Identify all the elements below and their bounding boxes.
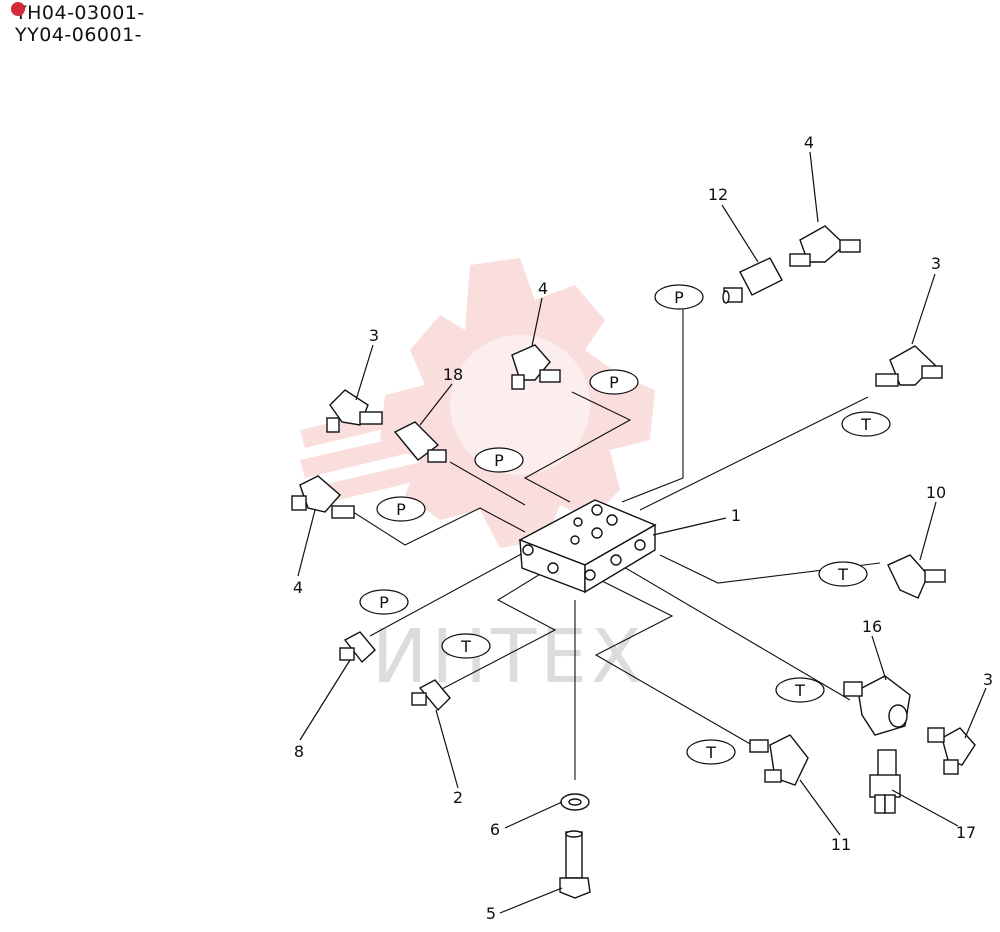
callout-3-right: 3: [931, 254, 941, 273]
red-marker-icon: [11, 2, 25, 16]
port-label-t1: T: [860, 415, 871, 434]
connector-8: [339, 631, 376, 664]
callout-4-mid: 4: [538, 279, 548, 298]
fitting-17: [869, 749, 901, 814]
port-oval-t3: [441, 633, 491, 659]
swivel-3-right: [875, 345, 943, 387]
callout-8: 8: [294, 742, 304, 761]
callout-17: 17: [956, 823, 976, 842]
callout-2: 2: [453, 788, 463, 807]
connector-2: [411, 679, 451, 712]
port-label-p3: P: [494, 451, 504, 470]
port-labels: P P P P P T T T T T: [359, 284, 891, 765]
port-label-t2: T: [837, 565, 848, 584]
callout-11: 11: [831, 835, 851, 854]
elbow-4-left: [291, 475, 355, 519]
callout-4-top: 4: [804, 133, 814, 152]
serial-number-1: YH04-03001-: [11, 2, 145, 24]
leader-lines: [297, 151, 987, 914]
callout-6: 6: [490, 820, 500, 839]
elbow-4-mid: [511, 344, 561, 390]
port-oval-p2: [589, 369, 639, 395]
callout-5: 5: [486, 904, 496, 923]
port-label-t5: T: [705, 743, 716, 762]
watermark-text: ИНТЕХ: [372, 614, 646, 700]
callout-18: 18: [443, 365, 463, 384]
watermark-stripe-2: [300, 430, 430, 478]
port-oval-p3: [474, 447, 524, 473]
adapter-18: [393, 421, 447, 463]
tee-16: [843, 675, 911, 736]
port-label-t3: T: [460, 637, 471, 656]
callout-4-left: 4: [293, 578, 303, 597]
bolt-5: [559, 830, 591, 899]
port-label-t4: T: [794, 681, 805, 700]
callout-1: 1: [731, 506, 741, 525]
manifold-block: [518, 499, 657, 594]
port-label-p4: P: [396, 500, 406, 519]
swivel-3-bottom-right: [927, 727, 976, 775]
callout-3-bottom-right: 3: [983, 670, 993, 689]
serial-text-1: YH04-03001-: [15, 2, 145, 24]
port-oval-t5: [686, 739, 736, 765]
port-oval-p1: [654, 284, 704, 310]
callout-12: 12: [708, 185, 728, 204]
swivel-3-left: [326, 389, 383, 433]
serial-text-2: YY04-06001-: [15, 24, 143, 46]
washer-6: [560, 793, 590, 811]
elbow-4-top: [789, 225, 861, 267]
port-label-p2: P: [609, 373, 619, 392]
port-oval-p5: [359, 589, 409, 615]
serial-number-2: YY04-06001-: [15, 26, 142, 45]
port-label-p5: P: [379, 593, 389, 612]
callout-10: 10: [926, 483, 946, 502]
port-oval-t1: [841, 411, 891, 437]
port-oval-p4: [376, 496, 426, 522]
callout-16: 16: [862, 617, 882, 636]
port-oval-t4: [775, 677, 825, 703]
callout-3-left: 3: [369, 326, 379, 345]
callout-numbers: 4 12 3 4 3 18 10 1 4 16 3 8 2 6 11 17 5: [293, 133, 993, 923]
adapter-12: [722, 257, 783, 304]
elbow-10: [887, 554, 946, 599]
port-oval-t2: [818, 561, 868, 587]
elbow-11: [749, 734, 809, 786]
port-label-p1: P: [674, 288, 684, 307]
